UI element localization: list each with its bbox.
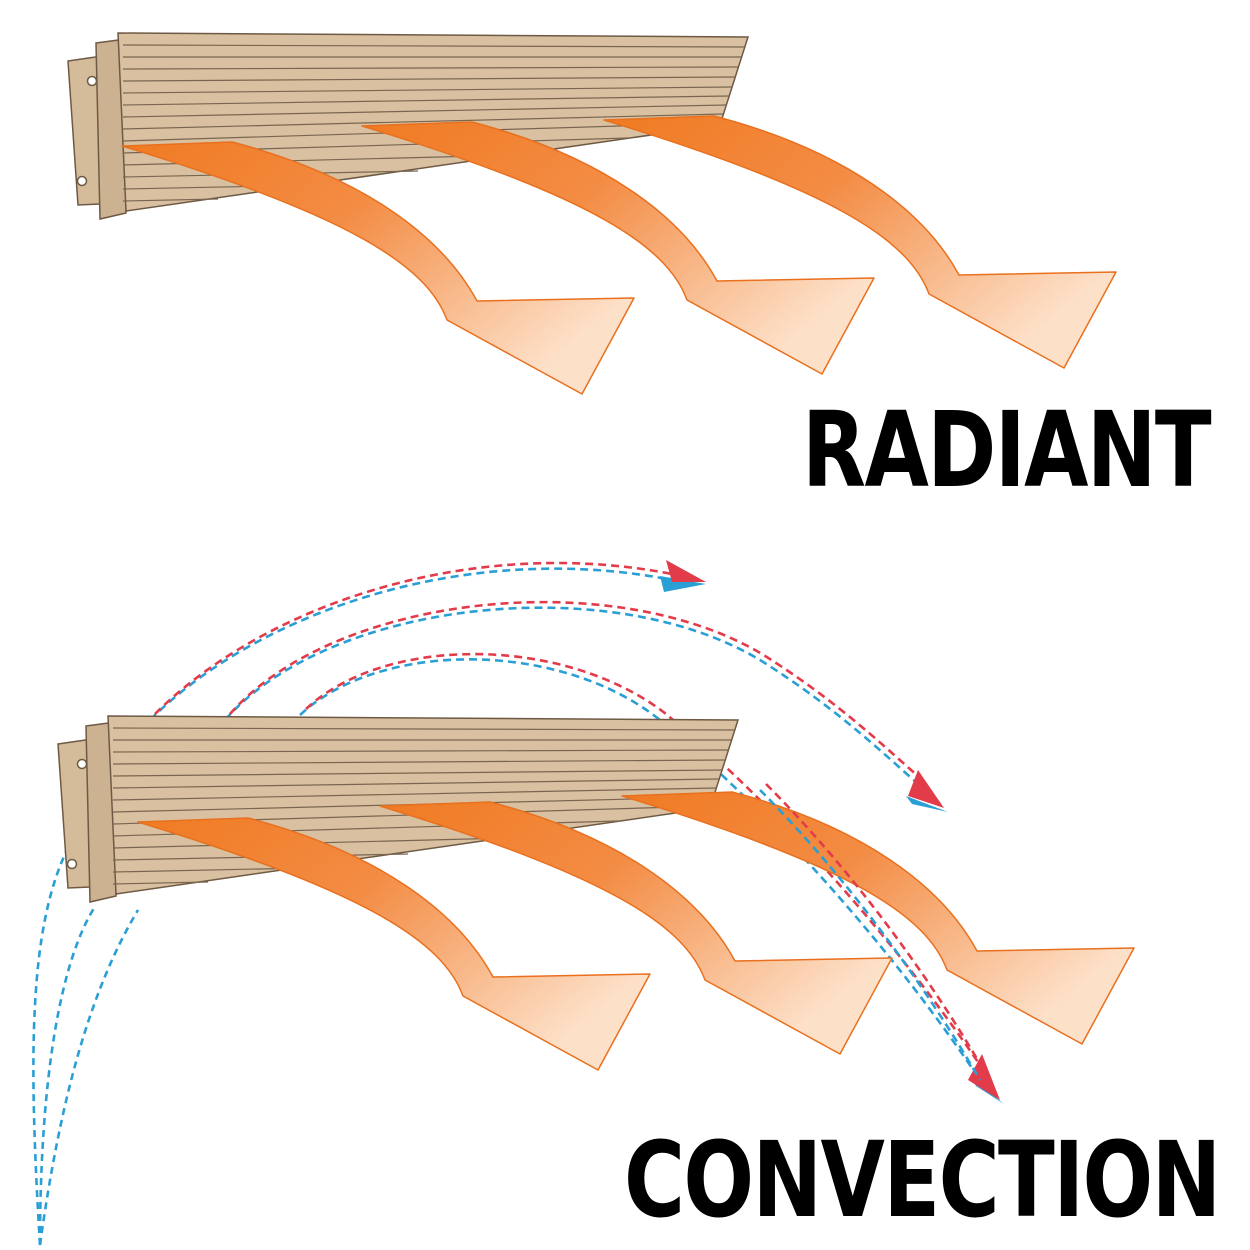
convection-air-arrow-icon — [906, 770, 948, 812]
convection-air-arcs — [149, 561, 988, 1081]
radiant-label: RADIANT — [801, 389, 1212, 511]
cool-air-streams — [32, 851, 140, 1246]
convection-air-arrow-icon — [660, 560, 706, 592]
radiant-heater-group — [67, 32, 1117, 395]
convection-heater-group — [32, 560, 1135, 1246]
convection-air-arc-front — [759, 783, 988, 1081]
convection-air-arrow-icon — [968, 1054, 1004, 1104]
convection-label: CONVECTION — [624, 1119, 1221, 1241]
